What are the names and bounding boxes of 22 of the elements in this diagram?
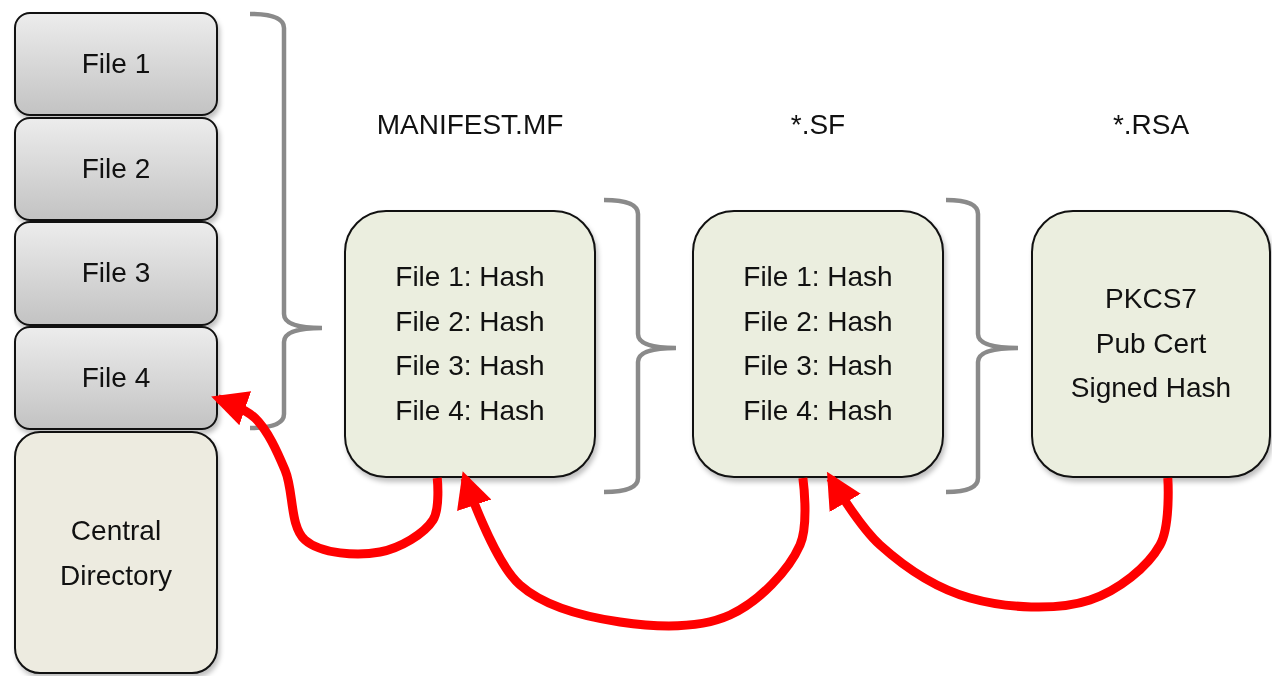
file-name-heading: *.SF (789, 108, 847, 142)
box-text: File 2: Hash (743, 304, 893, 339)
box-text: File 1: Hash (395, 260, 545, 294)
file-name-heading: *.RSA (1111, 108, 1191, 142)
box-text: File 1 (81, 46, 151, 81)
box-text: File 4: Hash (743, 393, 893, 428)
box-text: Signed Hash (1070, 371, 1232, 406)
curved-arrow (211, 391, 443, 559)
box-text: File 3: Hash (395, 349, 545, 383)
curved-arrow (457, 471, 810, 631)
box-text: File 3 (81, 256, 151, 291)
box-text: File 4: Hash (395, 393, 545, 428)
box-text: Central Directory (59, 513, 173, 593)
box-text: File 4 (81, 360, 151, 395)
box-text: File 2 (81, 151, 151, 186)
curved-arrow (826, 471, 1173, 612)
box-text: File 3: Hash (743, 349, 893, 383)
box-text: File 1: Hash (743, 260, 893, 294)
box-text: PKCS7 (1105, 282, 1197, 317)
box-text: File 2: Hash (395, 304, 545, 339)
box-text: Pub Cert (1095, 326, 1207, 361)
file-name-heading: MANIFEST.MF (375, 108, 565, 142)
